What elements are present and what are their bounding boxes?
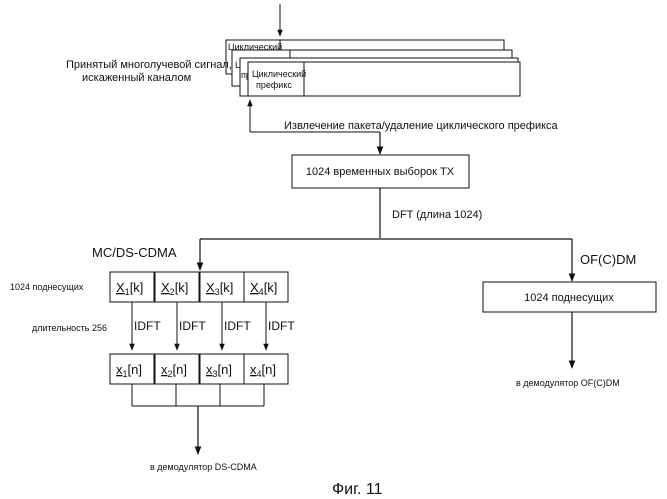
idft-group: IDFT IDFT IDFT IDFT — [132, 302, 295, 350]
right-heading: OF(C)DM — [580, 252, 636, 267]
subcarriers-label: 1024 поднесущих — [10, 282, 84, 292]
time-cell-label: x3[n] — [206, 362, 232, 379]
time-cell-label: x2[n] — [161, 362, 187, 379]
dft-label: DFT (длина 1024) — [392, 209, 482, 221]
received-signal-label-1: Принятый многолучевой сигнал, — [66, 59, 232, 71]
idft-label: IDFT — [268, 319, 295, 333]
right-output-label: в демодулятор OF(C)DM — [516, 378, 620, 388]
left-output-label: в демодулятор DS-CDMA — [150, 462, 257, 472]
prefix-front-label-1: Циклический — [252, 69, 306, 79]
figure-caption: Фиг. 11 — [332, 481, 383, 498]
extraction-label: Извлечение пакета/удаление циклического … — [284, 120, 559, 132]
idft-label: IDFT — [134, 319, 161, 333]
combiner — [132, 384, 264, 454]
received-signal-label-2: искаженный каналом — [82, 72, 191, 84]
freq-cell-label: X4[k] — [250, 280, 277, 297]
freq-cell-label: X2[k] — [161, 280, 188, 297]
samples-box-label: 1024 временных выборок TX — [306, 166, 455, 178]
freq-cell-label: X1[k] — [116, 280, 143, 297]
packet-stack: Циклический Цик пре Циклический префикс — [226, 40, 520, 96]
ofdm-box-label: 1024 поднесущих — [524, 292, 614, 304]
duration-label: длительность 256 — [32, 323, 107, 333]
idft-label: IDFT — [224, 319, 251, 333]
time-cell-label: x4[n] — [250, 362, 276, 379]
freq-cell-label: X3[k] — [206, 280, 233, 297]
freq-cells: X1[k] X2[k] X3[k] X4[k] — [110, 272, 288, 302]
time-cell-label: x1[n] — [116, 362, 142, 379]
time-cells: x1[n] x2[n] x3[n] x4[n] — [110, 354, 288, 384]
left-heading: MC/DS-CDMA — [92, 245, 177, 260]
prefix-front-label-2: префикс — [256, 80, 292, 90]
packet-frame-front — [248, 62, 520, 96]
idft-label: IDFT — [179, 319, 206, 333]
